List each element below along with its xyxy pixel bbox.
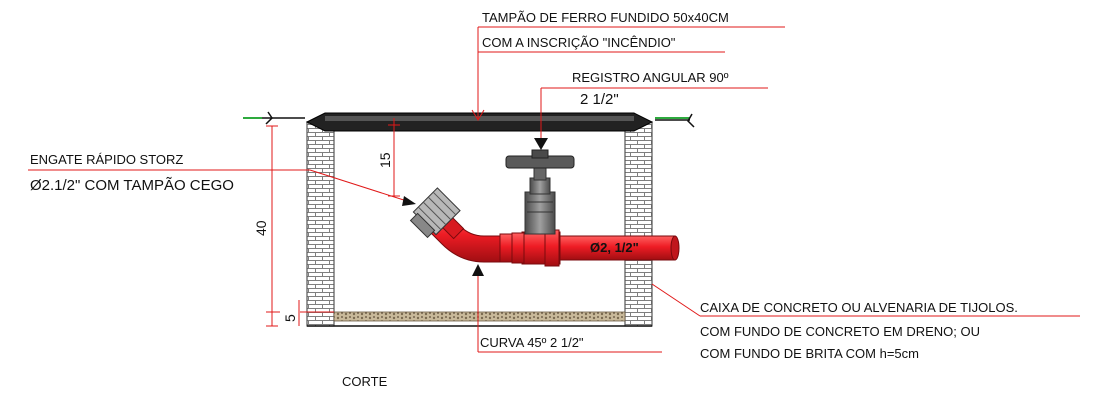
label-caixa-2: COM FUNDO DE CONCRETO EM DRENO; OU [700,324,980,339]
gravel-bottom [333,311,626,322]
dimension-5: 5 [282,314,298,322]
main-pipe [559,235,680,261]
storz-coupling [409,187,461,239]
leader-curva [477,270,662,353]
label-caixa-3: COM FUNDO DE BRITA COM h=5cm [700,346,919,361]
label-tampao-1: TAMPÃO DE FERRO FUNDIDO 50x40CM [482,10,729,25]
label-engate-2: Ø2.1/2" COM TAMPÃO CEGO [30,177,234,194]
label-section: CORTE [342,374,388,389]
leader-registro [540,87,768,142]
pipe-tee [499,229,561,267]
leader-tampao [477,26,785,120]
label-engate-1: ENGATE RÁPIDO STORZ [30,152,183,167]
dimension-total-depth [266,125,334,327]
ground-right [655,113,695,128]
label-pipe-diameter: Ø2, 1/2" [590,240,639,255]
left-brick-wall [306,121,335,327]
label-registro: REGISTRO ANGULAR 90º [572,70,729,85]
engate-arrow [402,196,416,206]
ground-left [243,111,305,125]
curva-arrow [472,264,484,276]
right-brick-wall [624,121,653,327]
registro-arrow [534,138,548,150]
label-curva: CURVA 45º 2 1/2" [480,335,584,350]
angle-valve [505,149,575,235]
label-tampao-2: COM A INSCRIÇÃO "INCÊNDIO" [482,35,676,50]
label-caixa-1: CAIXA DE CONCRETO OU ALVENARIA DE TIJOLO… [700,300,1018,315]
label-registro-size: 2 1/2" [580,91,619,108]
leader-caixa [651,283,1080,317]
leader-engate [28,169,411,203]
dimension-15: 15 [377,152,393,168]
dimension-40: 40 [253,220,269,236]
cast-iron-cover [305,112,654,132]
